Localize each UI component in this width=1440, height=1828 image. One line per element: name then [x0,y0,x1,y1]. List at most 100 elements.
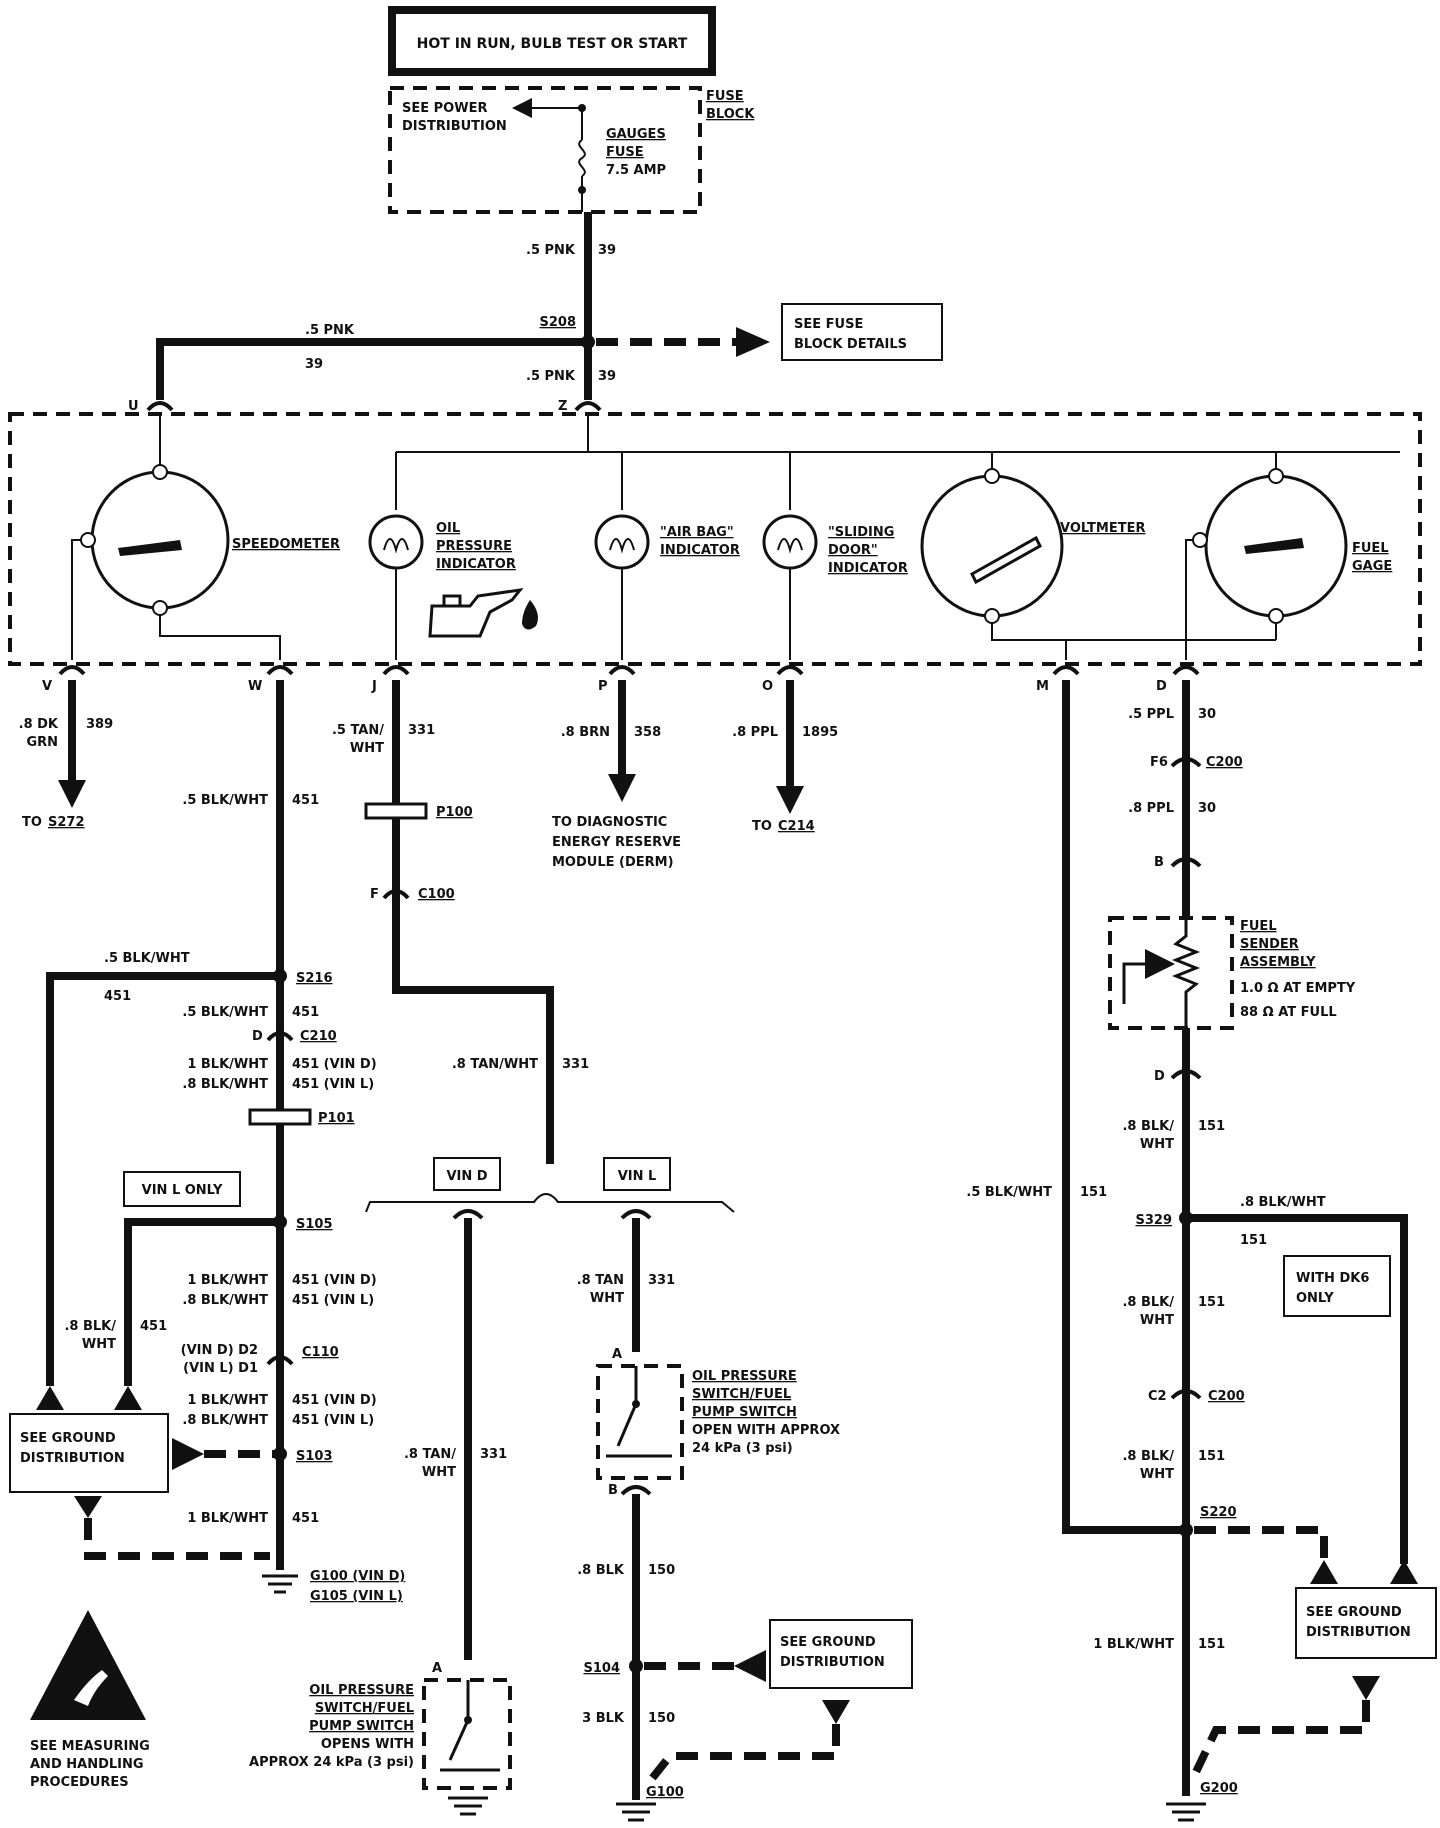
connector-v [58,665,86,676]
wire-331-circuit-3: 331 [562,1057,589,1072]
wire-151-color-2: WHT [1140,1137,1174,1152]
wire-150-color: .8 BLK [577,1563,625,1578]
wire-451-vinl [124,1218,280,1386]
c200-f6-connector [1170,757,1202,768]
wire-150-circuit: 150 [648,1563,675,1578]
wire-39-color-2: .5 PNK [526,369,576,384]
derm-label-2: ENERGY RESERVE [552,835,681,850]
c100-label: C100 [418,887,455,902]
g100-vind-label: G100 (VIN D) [310,1569,405,1584]
esd-warning-icon [30,1610,146,1720]
wire-331-circuit: 331 [408,723,435,738]
oil-can-icon [428,587,524,638]
connector-o [776,665,804,676]
left-ground-dash [84,1518,270,1560]
airbag-lamp-icon [594,514,650,570]
left-ground-drop [74,1496,102,1518]
vin-d-label: VIN D [446,1169,487,1184]
wire-151-color-3: .8 BLK/ [1122,1295,1174,1310]
p101-label: P101 [318,1111,355,1126]
vin-l-only-box [123,1171,241,1207]
oil-label-3: INDICATOR [436,557,516,572]
speedometer-term-top [152,464,168,480]
fuel-gage-needle-icon [1244,538,1304,554]
wire-451-blk1-color: 1 BLK/WHT [187,1511,268,1526]
to-s272-prefix: TO [22,815,42,830]
wire-451-vind-circuit-2: 451 (VIN D) [292,1273,377,1288]
right-ground-arrow-2 [1390,1560,1418,1584]
speedometer-gauge [90,470,230,610]
splice-s105-label: S105 [296,1217,333,1232]
wire-451-vinl-circuit-2: 451 (VIN L) [292,1293,374,1308]
to-s272-label: S272 [48,815,85,830]
c100-pin-f: F [370,887,379,902]
wire-451-vind-color: 1 BLK/WHT [187,1057,268,1072]
wire-151-voltmeter [1062,680,1180,1534]
wire-150-blk3-color: 3 BLK [582,1711,625,1726]
right-ground-dash [1192,1700,1370,1774]
switch-bottom-pin-a: A [432,1661,442,1676]
wire-451-vinl-color: .8 BLK/WHT [182,1077,268,1092]
p100-label: P100 [436,805,473,820]
fuel-gage-label-2: GAGE [1352,559,1392,574]
wire-151-voltmeter-circuit: 151 [1080,1185,1107,1200]
g100-ground-icon [262,1574,298,1594]
wire-451-loop-circuit: 451 [104,989,131,1004]
fuse-block-label-2: BLOCK [706,107,755,122]
wire-30-circuit: 30 [1198,707,1216,722]
hot-in-run-label: HOT IN RUN, BULB TEST OR START [417,36,688,52]
wire-331-vinl-color: .8 TAN [577,1273,624,1288]
wire-39-color: .5 PNK [526,243,576,258]
middle-ground-dash [642,1724,840,1789]
wire-151-color: .8 BLK/ [1122,1119,1174,1134]
connector-z [574,401,602,412]
speedometer-term-bottom [152,600,168,616]
wire-451-vinl-circuit: 451 (VIN L) [292,1077,374,1092]
fuel-sender-box [1108,916,1234,1030]
fuse-block-box [388,86,702,214]
see-ground-right-label-2: DISTRIBUTION [1306,1625,1411,1640]
splice-s220-label: S220 [1200,1505,1237,1520]
pin-z: Z [558,399,567,414]
splice-s208-label: S208 [540,315,577,330]
connector-u [146,401,174,412]
wire-389-color: .8 DK [19,717,59,732]
oil-switch-icon-vind [440,1680,500,1772]
fuel-gage-term-left [1192,532,1208,548]
wire-451-blk1-circuit: 451 [292,1511,319,1526]
see-ground-right-label: SEE GROUND [1306,1605,1402,1620]
measuring-label-3: PROCEDURES [30,1775,129,1790]
wire-451-color: .5 BLK/WHT [182,793,268,808]
wire-151-dk6-color: .8 BLK/WHT [1240,1195,1326,1210]
splice-s103 [273,1447,287,1461]
connector-p [608,665,636,676]
see-ground-left-label: SEE GROUND [20,1431,116,1446]
oil-drop-icon [522,600,538,630]
wire-451-loop [46,972,280,1386]
f6-pin: F6 [1150,755,1168,770]
sw2-label-2: SWITCH/FUEL [315,1701,414,1716]
splice-s216-label: S216 [296,971,333,986]
to-c214-prefix: TO [752,819,772,834]
see-ground-middle-label: SEE GROUND [780,1635,876,1650]
switch-vind-ground-icon [448,1796,488,1816]
oil-switch-contact-vinl [632,1400,640,1408]
airbag-label-2: INDICATOR [660,543,740,558]
fuse-block-label: FUSE [706,89,744,104]
vin-selector-bar [365,1193,735,1213]
see-ground-box-middle [769,1619,913,1689]
speedometer-label: SPEEDOMETER [232,537,340,552]
wire-331-vind-color: .8 TAN/ [404,1447,456,1462]
gauges-fuse-label: GAUGES [606,127,666,142]
c110-pin-d2: (VIN D) D2 [181,1343,258,1358]
hot-in-run-box [388,6,716,76]
wire-451-vind-circuit-3: 451 (VIN D) [292,1393,377,1408]
wire-451-vinl-branch-color-2: WHT [82,1337,116,1352]
wire-331-vind-color-2: WHT [422,1465,456,1480]
wire-1895-arrowhead [776,786,804,814]
connector-m [1052,665,1080,676]
sliding-label-2: DOOR" [828,543,878,558]
wire-151-color-6: WHT [1140,1467,1174,1482]
wire-331-vind-circuit: 331 [480,1447,507,1462]
wire-331-color-2: WHT [350,741,384,756]
